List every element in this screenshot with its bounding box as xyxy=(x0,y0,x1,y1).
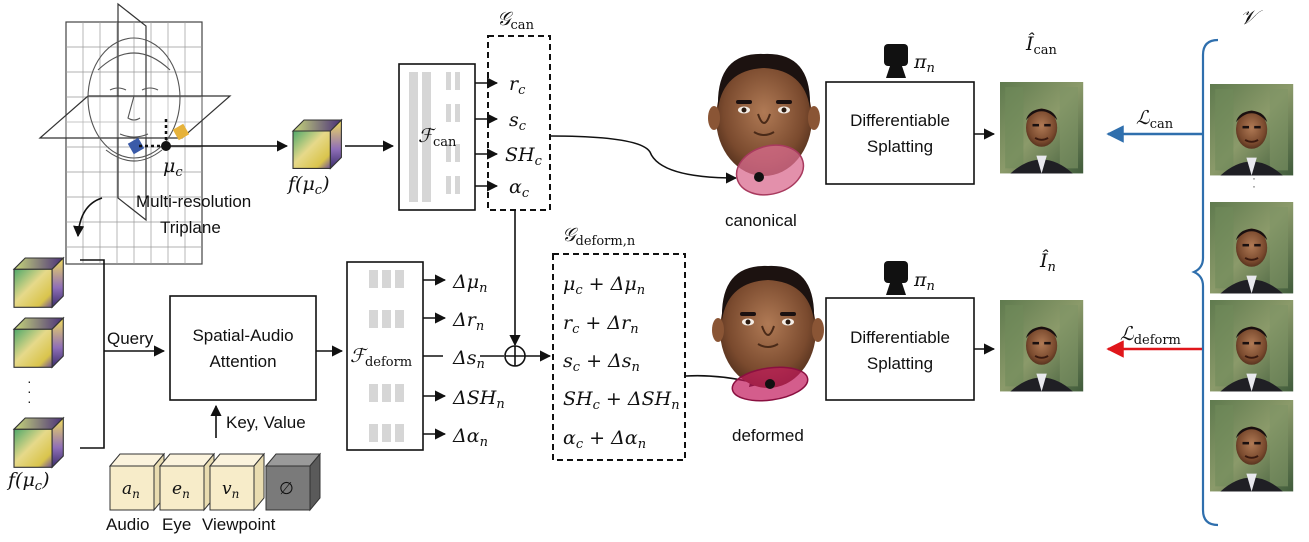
g-deform-rows: μc + Δμn rc + Δrn sc + Δsn SHc + ΔSHn αc… xyxy=(563,273,680,452)
delta-sh: ΔSHn xyxy=(452,387,505,412)
svg-text:Spatial-Audio: Spatial-Audio xyxy=(192,326,293,345)
mu-c-label: μc xyxy=(163,155,183,180)
null-token: ∅ xyxy=(264,452,322,512)
triplane-down-arrow xyxy=(73,197,103,238)
feature-cube xyxy=(292,119,342,169)
svg-text:Splatting: Splatting xyxy=(867,137,933,156)
camera-icon xyxy=(884,261,908,295)
video-frame xyxy=(1209,399,1295,493)
i-can-label: Îcan xyxy=(1025,32,1058,58)
svg-text:μc + Δμn: μc + Δμn xyxy=(563,273,645,298)
delta-mu: Δμn xyxy=(452,271,487,296)
svg-text:Splatting: Splatting xyxy=(867,354,933,373)
sum-node xyxy=(504,345,526,367)
triplane-label-line1: Multi-resolution xyxy=(136,192,251,211)
deform-outputs: Δμn Δrn Δsn ΔSHn Δαn xyxy=(423,271,505,450)
video-frame xyxy=(1209,201,1295,295)
g-can-sh: SHc xyxy=(505,144,543,169)
video-symbol: 𝒱 xyxy=(1240,5,1263,29)
svg-text:SHc + ΔSHn: SHc + ΔSHn xyxy=(563,388,680,413)
video-frame xyxy=(1209,83,1295,177)
condition-tokens: an en vn ∅ xyxy=(108,452,322,512)
g-can-alpha: αc xyxy=(509,176,530,201)
svg-text:·: · xyxy=(27,393,32,409)
svg-text:·: · xyxy=(27,373,32,389)
pi-n-top: πn xyxy=(913,51,935,76)
g-deform-box xyxy=(552,253,686,461)
video-bracket xyxy=(1191,38,1219,527)
eye-token: en xyxy=(158,452,216,512)
g-can-box xyxy=(487,35,551,211)
svg-text:rc + Δrn: rc + Δrn xyxy=(563,312,639,337)
i-n-label: În xyxy=(1039,249,1056,275)
attention-box: Spatial-Audio Attention xyxy=(169,295,317,401)
viewpoint-label: Viewpoint xyxy=(202,515,276,534)
g-can-r: rc xyxy=(509,73,526,98)
f-deform-network: ℱdeform xyxy=(346,261,424,451)
svg-text:·: · xyxy=(27,383,32,399)
sampled-point xyxy=(127,118,190,155)
query-label: Query xyxy=(107,329,154,348)
svg-text:·: · xyxy=(1252,179,1256,193)
g-deform-title: 𝒢deform,n xyxy=(562,224,636,249)
canonical-label: canonical xyxy=(725,211,797,230)
f-can-label: ℱcan xyxy=(418,125,457,150)
svg-text:en: en xyxy=(172,479,190,501)
delta-s: Δsn xyxy=(452,347,485,372)
triplane-label-line2: Triplane xyxy=(160,218,221,237)
viewpoint-token: vn xyxy=(208,452,266,512)
triplane-figure: μc Multi-resolution Triplane xyxy=(38,2,251,265)
kv-label: Key, Value xyxy=(226,413,306,432)
f-deform-label: ℱdeform xyxy=(350,345,412,370)
head-sketch xyxy=(87,37,181,162)
camera-icon xyxy=(884,44,908,78)
svg-text:Differentiable: Differentiable xyxy=(850,111,950,130)
g-can-s: sc xyxy=(509,109,527,134)
f-mu-label: f(μc) xyxy=(286,173,330,198)
svg-text:αc + Δαn: αc + Δαn xyxy=(563,427,646,452)
g-can-title: 𝒢can xyxy=(497,8,535,33)
gcan-to-canonical-arrow xyxy=(549,135,738,184)
audio-token: an xyxy=(108,452,166,512)
f-mu-stack-label: f(μc) xyxy=(6,469,50,494)
canonical-face xyxy=(707,52,821,196)
frames-ellipsis: · xyxy=(1252,171,1256,185)
g-can-outputs: rc sc SHc αc xyxy=(475,73,543,201)
delta-alpha: Δαn xyxy=(452,425,488,450)
svg-text:an: an xyxy=(122,479,140,501)
svg-text:sc + Δsn: sc + Δsn xyxy=(563,350,640,375)
feature-stack: · · · xyxy=(13,257,105,468)
audio-label: Audio xyxy=(106,515,149,534)
splatting-box-canonical: Differentiable Splatting xyxy=(825,81,975,185)
deformed-face xyxy=(711,264,825,402)
rendered-image-deformed xyxy=(999,299,1085,393)
svg-text:Differentiable: Differentiable xyxy=(850,328,950,347)
eye-label: Eye xyxy=(162,515,191,534)
svg-text:vn: vn xyxy=(222,479,239,501)
rendered-image-canonical xyxy=(999,81,1085,175)
video-frames: · · xyxy=(1209,83,1295,493)
pi-n-bottom: πn xyxy=(913,269,935,294)
deformed-label: deformed xyxy=(732,426,804,445)
f-can-network: ℱcan xyxy=(398,63,476,211)
splatting-box-deformed: Differentiable Splatting xyxy=(825,297,975,401)
loss-can-label: ℒcan xyxy=(1136,107,1174,132)
delta-r: Δrn xyxy=(452,309,484,334)
loss-deform-label: ℒdeform xyxy=(1120,323,1181,348)
svg-text:∅: ∅ xyxy=(279,479,294,499)
svg-text:Attention: Attention xyxy=(209,352,276,371)
video-frame xyxy=(1209,299,1295,393)
